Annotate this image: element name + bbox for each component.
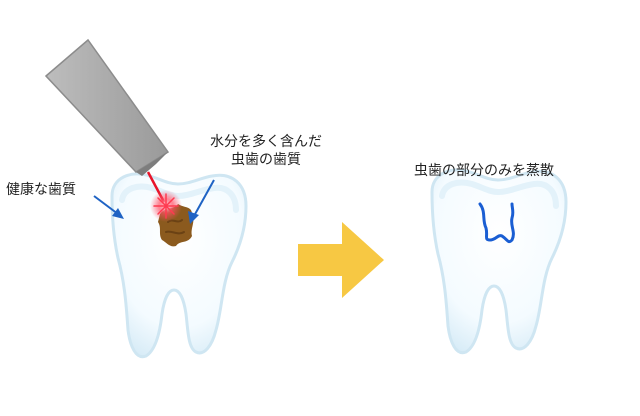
tooth-right-shape [430,168,568,355]
enamel-layer-right [439,179,559,209]
laser-tip [136,152,168,176]
label-result: 虫歯の部分のみを蒸散 [414,163,554,179]
pointer-arrow-decay [188,179,215,224]
label-healthy-enamel: 健康な歯質 [6,182,76,198]
pointer-arrow-healthy [93,195,124,219]
label-decayed-enamel: 水分を多く含んだ 虫歯の歯質 [186,133,346,169]
laser-spark [153,193,179,219]
tooth-left-shape [110,172,248,359]
treated-tooth [430,168,568,355]
process-arrow [298,222,384,298]
label-decay-line2: 虫歯の歯質 [231,152,301,168]
cavity-outline [478,202,515,244]
laser-device [44,38,182,222]
laser-handpiece [44,38,170,173]
label-decay-line1: 水分を多く含んだ [210,134,322,150]
